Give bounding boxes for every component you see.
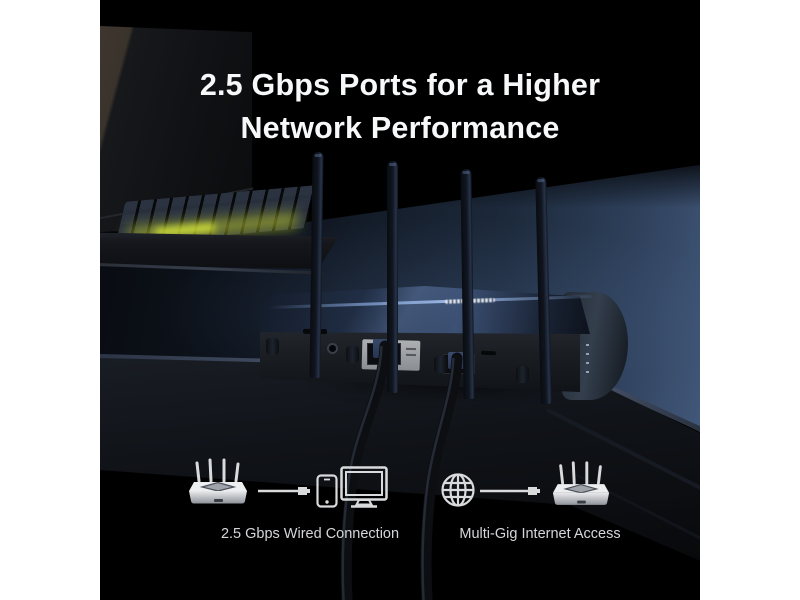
ethernet-cable-icon bbox=[258, 487, 310, 495]
keyboard-tray bbox=[100, 232, 339, 269]
router-led-column bbox=[586, 344, 589, 378]
feature-caption-wired: 2.5 Gbps Wired Connection bbox=[220, 526, 400, 542]
router-label-mark bbox=[405, 353, 417, 357]
headline-line-2: Network Performance bbox=[240, 111, 560, 145]
photo-stage: 2.5 Gbps Ports for a Higher Network Perf… bbox=[100, 0, 700, 600]
desktop-monitor-icon bbox=[340, 466, 388, 508]
feature-caption-internet: Multi-Gig Internet Access bbox=[459, 526, 621, 542]
router-port-slot bbox=[480, 350, 497, 356]
wifi-router-icon bbox=[552, 461, 610, 505]
globe-icon bbox=[441, 473, 475, 507]
router-power-jack bbox=[327, 343, 338, 354]
router-antenna bbox=[387, 161, 398, 393]
antenna-hinge bbox=[434, 356, 447, 373]
headline-line-1: 2.5 Gbps Ports for a Higher bbox=[199, 68, 601, 102]
ethernet-cable-icon bbox=[480, 487, 540, 495]
router-label-mark bbox=[405, 347, 417, 351]
ethernet-plug-2 bbox=[448, 352, 464, 369]
antenna-hinge bbox=[346, 346, 359, 363]
antenna-hinge bbox=[516, 366, 529, 383]
wifi-router-icon bbox=[189, 458, 247, 504]
headline: 2.5 Gbps Ports for a Higher Network Perf… bbox=[100, 64, 700, 150]
antenna-hinge bbox=[266, 338, 279, 355]
smartphone-icon bbox=[316, 474, 338, 508]
